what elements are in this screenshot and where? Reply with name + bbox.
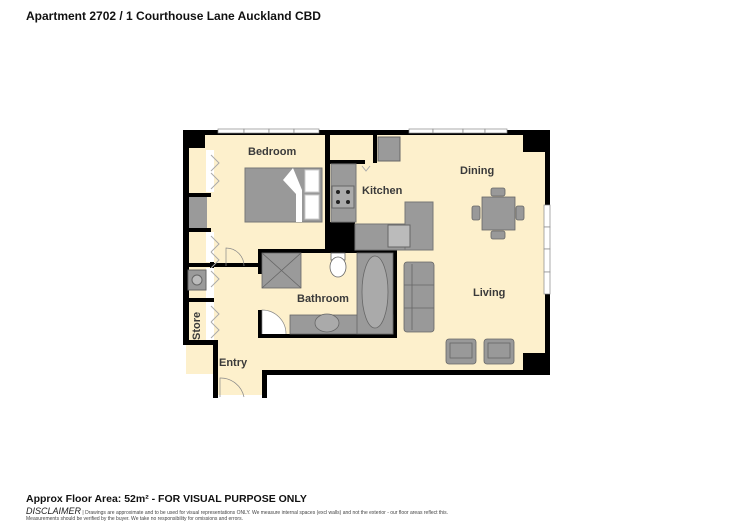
room-label-store: Store — [191, 311, 203, 340]
room-label-bathroom: Bathroom — [297, 293, 349, 305]
room-label-living: Living — [473, 287, 506, 299]
armchairs — [445, 338, 515, 365]
windows — [217, 128, 551, 295]
disclaimer-label: DISCLAIMER — [26, 506, 82, 516]
room-label-kitchen: Kitchen — [362, 185, 403, 197]
room-label-dining: Dining — [460, 165, 495, 177]
disclaimer-line-1: DISCLAIMER | Drawings are approximate an… — [26, 506, 448, 516]
dining-table — [471, 187, 525, 240]
bathroom-fixtures — [261, 252, 394, 335]
wardrobe-doors — [206, 150, 220, 340]
disclaimer-line-2: Measurements should be verified by the b… — [26, 516, 243, 522]
sofa — [403, 261, 435, 333]
bed — [244, 167, 323, 223]
entry-door — [219, 377, 245, 398]
kitchen-fixtures — [330, 136, 434, 251]
closet-shelf — [189, 197, 207, 228]
room-label-bedroom: Bedroom — [248, 146, 297, 158]
bedroom-door — [225, 247, 245, 267]
floor-area-note: Approx Floor Area: 52m² - FOR VISUAL PUR… — [26, 493, 307, 505]
page-title: Apartment 2702 / 1 Courthouse Lane Auckl… — [26, 9, 321, 23]
disclaimer-text-1: | Drawings are approximate and to be use… — [82, 510, 449, 516]
room-label-entry: Entry — [219, 357, 248, 369]
bathroom-door — [261, 309, 287, 335]
